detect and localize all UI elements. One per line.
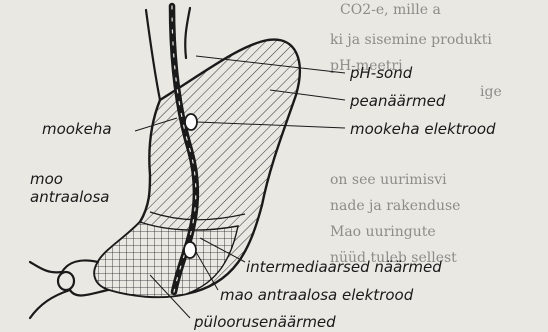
- label-mookeha-elektrood: mookeha elektrood: [350, 120, 496, 138]
- bg-line-7: Mao uuringute: [330, 224, 436, 240]
- antrum-electrode: [184, 242, 196, 258]
- body-electrode: [185, 114, 197, 130]
- label-antraalosa-elektrood: mao antraalosa elektrood: [220, 286, 414, 304]
- label-ph-sond: pH-sond: [349, 64, 413, 82]
- bg-line-5: on see uurimisvi: [330, 172, 447, 188]
- bg-line-6: nade ja rakenduse: [330, 198, 460, 214]
- bg-line-2: ki ja sisemine produkti: [330, 32, 492, 48]
- antrum-crosshatch: [94, 222, 238, 297]
- label-moo: moo: [30, 170, 63, 188]
- label-puloorus: püloorusenäärmed: [193, 313, 336, 331]
- label-mookeha: mookeha: [42, 120, 112, 138]
- label-antraalosa: antraalosa: [30, 188, 109, 206]
- label-peanaarmed: peanäärmed: [349, 92, 446, 110]
- bg-line-4: ige: [480, 84, 502, 100]
- label-intermediaarsed: intermediaarsed näärmed: [246, 258, 442, 276]
- bg-line-1: CO2-e, mille a: [340, 2, 441, 18]
